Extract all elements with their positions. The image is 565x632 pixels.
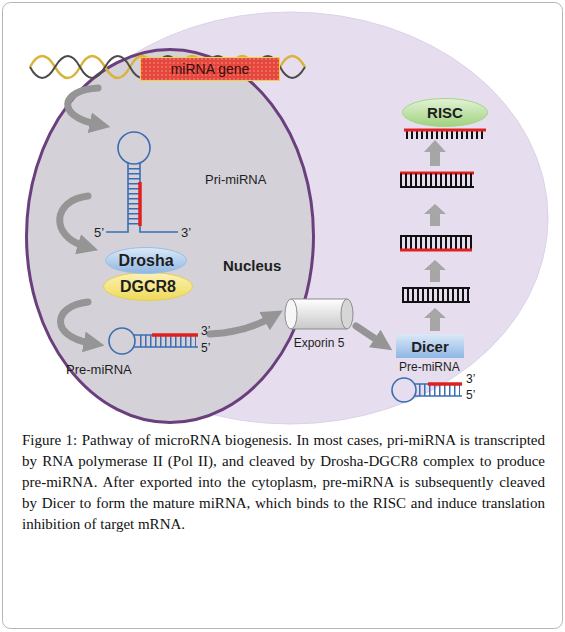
mirna-duplex	[402, 288, 470, 302]
mirna-duplex	[400, 173, 474, 187]
node-label: Dicer	[396, 334, 464, 358]
figure-frame	[3, 3, 563, 629]
export-arrow	[356, 326, 380, 342]
exporter-cylinder: Exporin 5	[283, 297, 355, 353]
rna-strand	[402, 301, 470, 303]
rna-strand	[400, 186, 474, 188]
cylinder-end	[341, 299, 353, 329]
rect-outline	[396, 334, 464, 358]
cylinder-edge	[291, 299, 347, 329]
cylinder-body	[291, 299, 347, 329]
part-label: 3’	[201, 324, 210, 338]
node-label: Exporin 5	[283, 335, 355, 351]
mature-mirna	[400, 249, 472, 252]
part-label: Pre-miRNA	[399, 360, 460, 374]
mature-mirna	[404, 129, 486, 132]
rna-strand	[402, 287, 470, 289]
rna-strand	[415, 383, 462, 385]
block-arrow	[424, 140, 446, 166]
node-label: RISC	[402, 98, 488, 127]
ellipse-outline	[104, 273, 193, 301]
base-pairs	[400, 174, 474, 187]
cytoplasm-pre-mirna-hairpin	[392, 378, 462, 402]
part-label: Pri-miRNA	[205, 172, 266, 187]
part-label: 5’	[94, 225, 104, 240]
enzyme-ellipse: DGCR8	[103, 272, 193, 301]
rna-strand	[400, 235, 472, 237]
node-label: Nucleus	[223, 257, 281, 274]
node-label: miRNA gene	[140, 57, 280, 81]
node-label: DGCR8	[103, 272, 193, 301]
part-label: 5’	[201, 341, 210, 355]
rect-outline	[141, 58, 280, 81]
base-pairs	[406, 131, 484, 139]
mature-mirna	[400, 172, 474, 175]
part-label: 3’	[466, 372, 475, 386]
rna-strand	[415, 395, 462, 397]
part-label: Pre-miRNA	[66, 362, 132, 377]
enzyme-box: Dicer	[396, 334, 464, 358]
base-pairs	[402, 289, 470, 302]
part-label: 3’	[181, 225, 191, 240]
block-arrow	[424, 260, 446, 282]
enzyme-ellipse: Drosha	[105, 247, 187, 274]
cylinder-end	[285, 299, 297, 329]
hairpin-loop	[392, 378, 416, 402]
complex-ellipse: RISC	[402, 98, 488, 127]
gene-box: miRNA gene	[140, 57, 280, 81]
part-label: 5’	[466, 388, 475, 402]
ellipse-outline	[403, 99, 488, 127]
mirna-duplex	[400, 236, 472, 250]
ellipse-outline	[106, 248, 187, 274]
ellipse-outline	[27, 50, 314, 423]
up-arrows	[424, 140, 446, 331]
mature-mirna	[428, 382, 462, 386]
exporter-cylinder-outline	[283, 297, 355, 331]
figure-caption: Figure 1: Pathway of microRNA biogenesis…	[22, 430, 545, 535]
block-arrow	[424, 308, 446, 331]
node-label: Drosha	[105, 247, 187, 274]
base-pairs	[419, 384, 460, 396]
block-arrow	[424, 204, 446, 226]
base-pairs	[400, 237, 472, 250]
risc-bound-mirna	[404, 130, 486, 135]
